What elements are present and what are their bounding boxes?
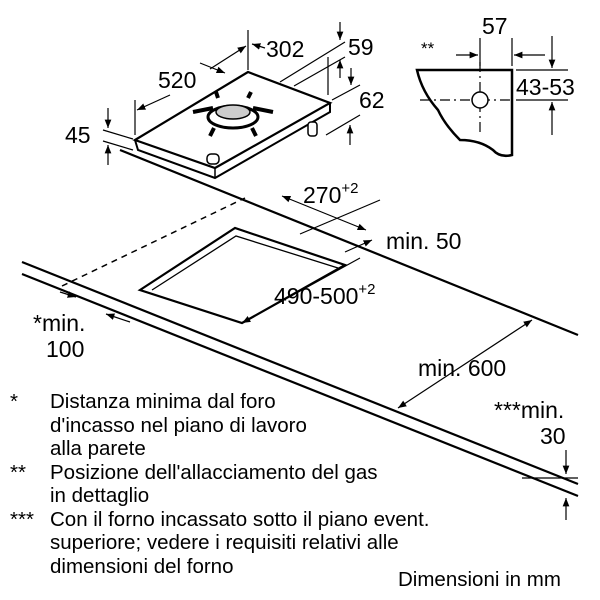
cooktop	[132, 70, 333, 180]
dim-min-600: min. 600	[418, 355, 506, 381]
dim-45: 45	[65, 122, 91, 148]
dim-62: 62	[359, 87, 385, 113]
dim-57: 57	[482, 13, 508, 39]
dim-min-30-label: ***min.	[494, 397, 564, 423]
footnote-3: *** Con il forno incassato sotto il pian…	[10, 507, 430, 578]
dim-min-50: min. 50	[386, 228, 461, 254]
dim-520: 520	[158, 67, 196, 93]
countertop	[21, 148, 579, 498]
dim-270: 270+2	[303, 180, 358, 208]
dimension-lines	[59, 22, 578, 520]
dim-43-53: 43-53	[516, 74, 575, 100]
dim-490-500: 490-500+2	[274, 281, 376, 309]
dim-min-30-value: 30	[540, 423, 566, 449]
gas-marker: **	[421, 39, 435, 58]
gas-connection-detail	[415, 36, 568, 158]
dim-302: 302	[266, 36, 304, 62]
dim-min-100-value: 100	[46, 336, 84, 362]
cutout	[137, 226, 348, 325]
dim-59: 59	[348, 34, 374, 60]
dim-min-100-label: *min.	[33, 310, 85, 336]
units-label: Dimensioni in mm	[398, 568, 561, 591]
